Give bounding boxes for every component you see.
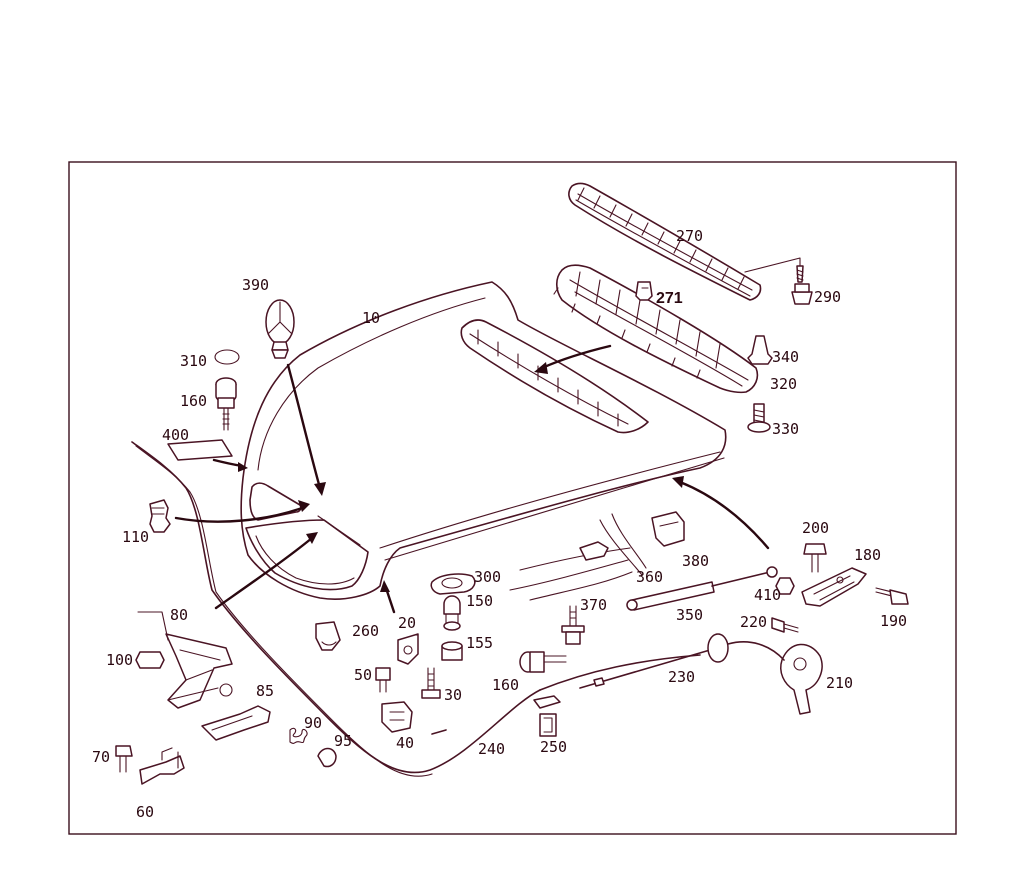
part-290-screw (744, 257, 813, 305)
label-390: 390 (242, 276, 269, 294)
label-210: 210 (826, 674, 853, 692)
part-330-screw (747, 403, 771, 433)
label-340: 340 (772, 348, 799, 366)
part-150-buffer (443, 595, 461, 631)
part-40-latch (381, 701, 413, 733)
part-160-buffer-upper (215, 377, 237, 431)
part-300-plate (430, 573, 476, 595)
label-320: 320 (770, 375, 797, 393)
label-70: 70 (92, 748, 110, 766)
part-85-hinge-arm (201, 705, 271, 741)
label-155: 155 (466, 634, 493, 652)
part-370-bolt (561, 605, 585, 645)
part-20-lock (397, 633, 419, 665)
part-220-screw (771, 617, 799, 633)
part-270-grille (568, 182, 762, 301)
label-160-upper: 160 (180, 392, 207, 410)
label-30: 30 (444, 686, 462, 704)
part-340-clip (747, 335, 773, 365)
label-360: 360 (636, 568, 663, 586)
label-240: 240 (478, 740, 505, 758)
part-240-release-cable (131, 441, 701, 777)
part-95-clip (317, 747, 337, 768)
label-410: 410 (754, 586, 781, 604)
label-80: 80 (170, 606, 188, 624)
label-230: 230 (668, 668, 695, 686)
part-410-clip (775, 577, 795, 595)
part-155-nut (441, 641, 463, 661)
part-200-bolt (803, 543, 827, 573)
label-190: 190 (880, 612, 907, 630)
label-350: 350 (676, 606, 703, 624)
label-310: 310 (180, 352, 207, 370)
part-30-bolt (421, 667, 441, 699)
label-400: 400 (162, 426, 189, 444)
label-220: 220 (740, 613, 767, 631)
part-380-rubber (651, 511, 685, 547)
part-80-hinge (137, 611, 233, 709)
part-360-cable (509, 513, 647, 601)
part-50-bolt (375, 667, 391, 693)
label-260: 260 (352, 622, 379, 640)
label-300: 300 (474, 568, 501, 586)
part-271-clip (635, 281, 653, 301)
label-180: 180 (854, 546, 881, 564)
label-290: 290 (814, 288, 841, 306)
label-370: 370 (580, 596, 607, 614)
part-230-cable (579, 633, 785, 689)
part-180-latch (801, 567, 867, 607)
label-160-lower: 160 (492, 676, 519, 694)
assembly-arrows (174, 344, 770, 614)
label-380: 380 (682, 552, 709, 570)
label-85: 85 (256, 682, 274, 700)
part-110-clip (149, 499, 171, 533)
part-90-spring (289, 727, 308, 744)
label-271: 271 (656, 290, 683, 307)
label-90: 90 (304, 714, 322, 732)
label-100: 100 (106, 651, 133, 669)
part-400-pad (167, 439, 233, 461)
part-310-ring (214, 349, 240, 365)
label-270: 270 (676, 227, 703, 245)
part-350-gas-strut (626, 566, 778, 611)
part-labels: 10 20 30 40 50 60 70 80 85 90 95 100 110… (92, 227, 907, 821)
label-200: 200 (802, 519, 829, 537)
part-190-screw (875, 587, 909, 605)
label-330: 330 (772, 420, 799, 438)
label-10: 10 (362, 309, 380, 327)
label-50: 50 (354, 666, 372, 684)
diagram-frame (68, 161, 957, 835)
part-320-frame (553, 264, 759, 394)
part-210-release-handle (780, 643, 823, 715)
label-95: 95 (334, 732, 352, 750)
part-390-emblem (265, 299, 295, 359)
part-260-clip (315, 621, 341, 651)
label-40: 40 (396, 734, 414, 752)
label-20: 20 (398, 614, 416, 632)
label-110: 110 (122, 528, 149, 546)
part-250-clip (533, 695, 561, 737)
part-100-nut (135, 651, 165, 669)
label-250: 250 (540, 738, 567, 756)
part-70-screw (115, 745, 133, 773)
label-60: 60 (136, 803, 154, 821)
hood-panel (240, 281, 727, 600)
label-150: 150 (466, 592, 493, 610)
part-160-buffer-lower (519, 651, 567, 673)
part-60-bracket (139, 747, 185, 785)
